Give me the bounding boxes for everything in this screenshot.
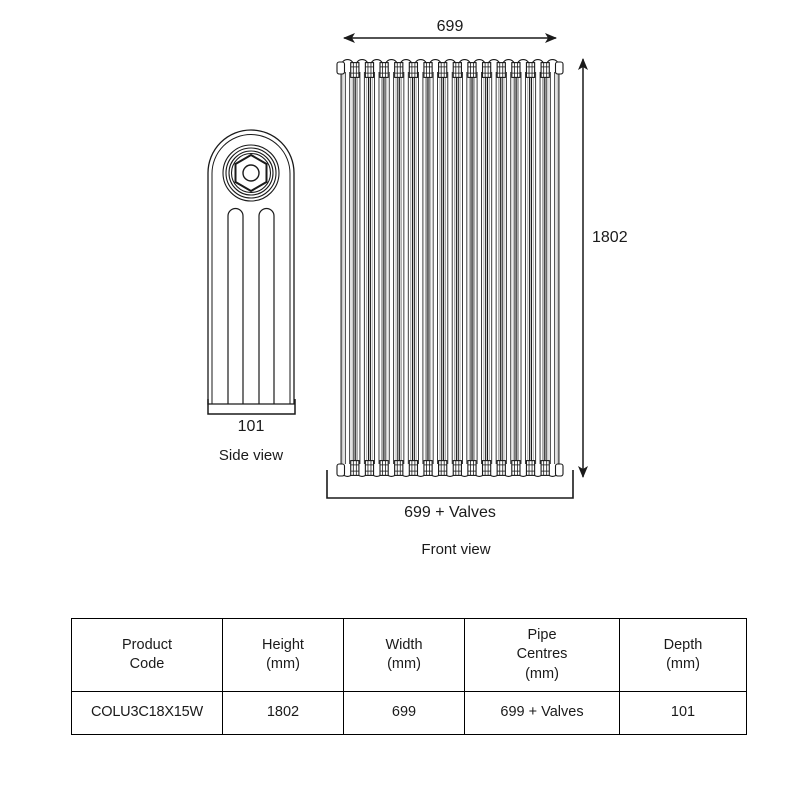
bottom-right-boss <box>554 463 564 477</box>
radiator-column <box>486 59 501 477</box>
radiator-joint <box>467 460 477 476</box>
header-line-2: (mm) <box>387 656 421 672</box>
header-cell-product-code: Product Code <box>71 618 223 692</box>
radiator-joint <box>364 62 375 78</box>
radiator-joint <box>438 62 448 78</box>
radiator-column <box>340 59 355 477</box>
cell-height: 1802 <box>222 691 344 735</box>
side-view-group: 101 Side view <box>207 129 296 464</box>
radiator-column <box>530 59 545 477</box>
column-slot-left <box>227 207 244 404</box>
header-line-2: Centres <box>516 646 568 663</box>
side-view-inner-outline <box>211 134 291 405</box>
header-cell-depth: Depth (mm) <box>619 618 747 692</box>
radiator-column <box>457 59 472 477</box>
radiator-column <box>428 59 443 477</box>
radiator-joint <box>540 62 550 78</box>
radiator-joint <box>496 460 506 476</box>
radiator-joint <box>350 460 360 476</box>
radiator-joint <box>452 62 462 78</box>
header-cell-width: Width (mm) <box>343 618 465 692</box>
cell-depth: 101 <box>619 691 747 735</box>
header-line-1: Depth <box>663 636 703 653</box>
cell-pipe-centres: 699 + Valves <box>464 691 620 735</box>
radiator-column <box>413 59 428 477</box>
radiator-column <box>472 59 487 477</box>
header-line-2: Code <box>129 656 165 672</box>
header-line-1: Width <box>385 636 423 653</box>
radiator-column <box>443 59 457 477</box>
column-slot-right <box>258 207 275 404</box>
radiator-column-array <box>340 59 560 477</box>
side-view-column-slots <box>227 207 275 404</box>
table-row: COLU3C18X15W 1802 699 699 + Valves 101 <box>71 691 747 735</box>
radiator-column <box>399 59 414 477</box>
radiator-joint <box>408 460 419 476</box>
front-view-group: 699 1802 699 + Valves Front view <box>326 18 628 558</box>
radiator-column <box>545 59 560 477</box>
header-line-1: Pipe <box>527 627 557 644</box>
side-view-outline <box>207 129 295 405</box>
radiator-joint <box>511 460 521 476</box>
radiator-joint <box>364 460 375 476</box>
pipe-centres-label: 699 + Valves <box>404 504 496 521</box>
radiator-joint <box>511 62 521 78</box>
radiator-joint <box>540 460 550 476</box>
radiator-column <box>384 59 399 477</box>
valve-boss-detail <box>222 144 280 202</box>
radiator-column <box>501 59 516 477</box>
height-dimension: 1802 <box>578 58 628 478</box>
header-line-1: Product <box>122 636 172 653</box>
depth-dimension-label: 101 <box>238 418 265 435</box>
radiator-joint <box>350 62 360 78</box>
depth-dimension: 101 <box>207 399 296 435</box>
radiator-end-caps <box>336 61 564 477</box>
depth-dimension-bracket <box>207 399 296 415</box>
header-cell-height: Height (mm) <box>222 618 344 692</box>
radiator-joint <box>379 62 389 78</box>
radiator-joint <box>408 62 419 78</box>
radiator-joint <box>525 460 536 476</box>
radiator-joint <box>496 62 506 78</box>
front-view-caption: Front view <box>421 541 490 558</box>
top-right-boss <box>554 61 564 75</box>
header-line-2: (mm) <box>666 656 700 672</box>
header-line-2: (mm) <box>266 656 300 672</box>
pipe-centres-bracket <box>326 470 574 499</box>
radiator-joint <box>481 460 492 476</box>
specification-table-container: Product Code Height (mm) Width (mm) Pipe… <box>71 618 747 735</box>
table-header-row: Product Code Height (mm) Width (mm) Pipe… <box>71 618 747 692</box>
radiator-joint <box>467 62 477 78</box>
specification-table: Product Code Height (mm) Width (mm) Pipe… <box>71 618 747 735</box>
side-view-caption: Side view <box>219 447 283 464</box>
radiator-joint <box>394 62 404 78</box>
valve-bore <box>242 164 260 182</box>
radiator-joint <box>423 460 433 476</box>
cell-width: 699 <box>343 691 465 735</box>
radiator-joint <box>394 460 404 476</box>
radiator-column <box>369 59 384 477</box>
pipe-centres-dimension: 699 + Valves <box>326 470 574 521</box>
radiator-column <box>355 59 370 477</box>
header-line-3: (mm) <box>525 665 559 682</box>
radiator-joint <box>423 62 433 78</box>
radiator-joint <box>379 460 389 476</box>
header-line-1: Height <box>262 636 304 653</box>
radiator-joint <box>452 460 462 476</box>
width-dimension: 699 <box>343 18 557 43</box>
header-cell-pipe-centres: Pipe Centres (mm) <box>464 618 620 692</box>
radiator-joint <box>481 62 492 78</box>
radiator-joint <box>525 62 536 78</box>
bottom-left-boss <box>336 463 346 477</box>
height-dimension-label: 1802 <box>592 229 628 246</box>
width-dimension-label: 699 <box>437 18 464 35</box>
cell-product-code: COLU3C18X15W <box>71 691 223 735</box>
top-left-boss <box>336 61 346 75</box>
radiator-column <box>516 59 531 477</box>
radiator-joint <box>438 460 448 476</box>
